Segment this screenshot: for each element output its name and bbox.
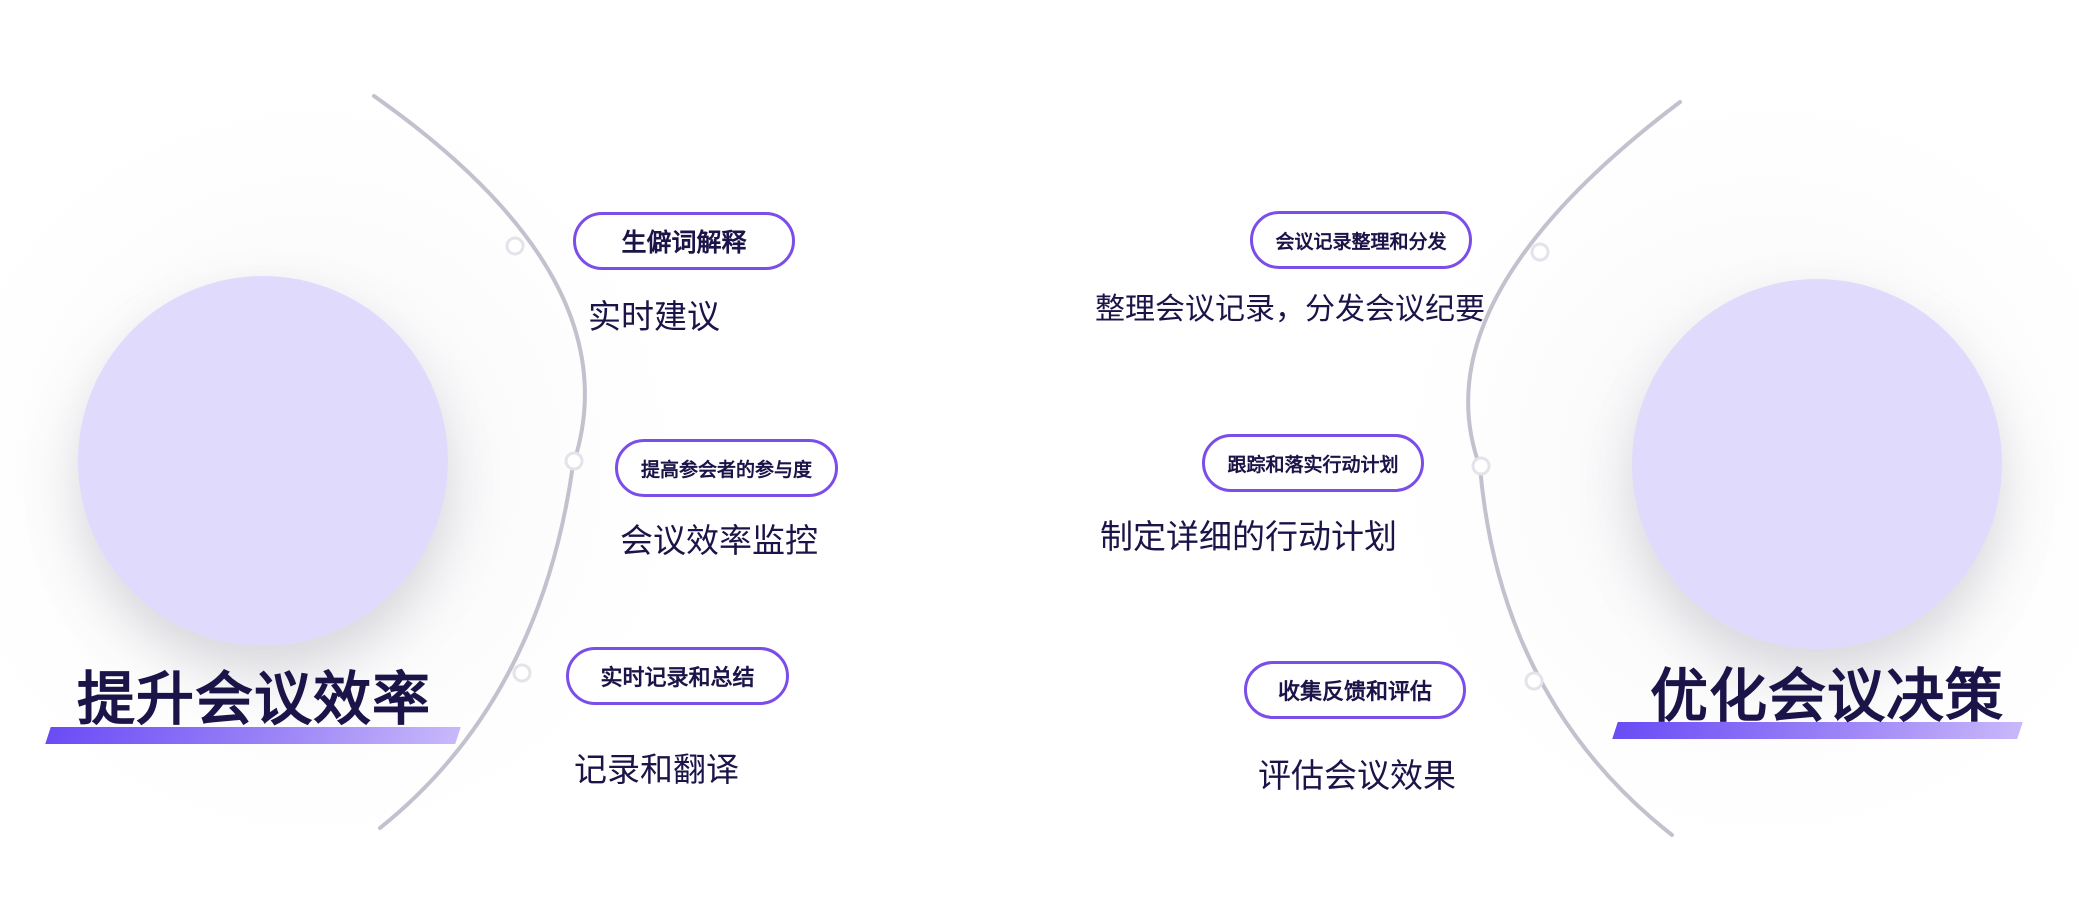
left-tag-2: 提高参会者的参与度 [615,439,838,497]
left-tag-1: 生僻词解释 [573,212,795,270]
right-desc-1: 整理会议记录，分发会议纪要 [1095,292,1485,327]
left-node-1 [505,236,525,256]
right-desc-2: 制定详细的行动计划 [1100,517,1397,556]
left-node-2 [564,451,584,471]
right-node-2 [1471,456,1491,476]
left-hero-circle [78,276,448,646]
right-tag-2: 跟踪和落实行动计划 [1202,434,1424,492]
left-desc-1: 实时建议 [588,297,720,336]
right-hero-circle [1632,279,2002,649]
left-tag-3: 实时记录和总结 [566,647,789,705]
left-desc-2: 会议效率监控 [620,521,818,560]
right-section-title: 优化会议决策 [1650,662,2005,730]
left-section-title: 提升会议效率 [77,665,432,733]
left-desc-3: 记录和翻译 [574,750,739,789]
right-tag-1: 会议记录整理和分发 [1250,211,1472,269]
right-node-1 [1530,242,1550,262]
right-desc-3: 评估会议效果 [1258,756,1456,795]
right-node-3 [1524,671,1544,691]
right-tag-3: 收集反馈和评估 [1244,661,1466,719]
left-node-3 [512,663,532,683]
